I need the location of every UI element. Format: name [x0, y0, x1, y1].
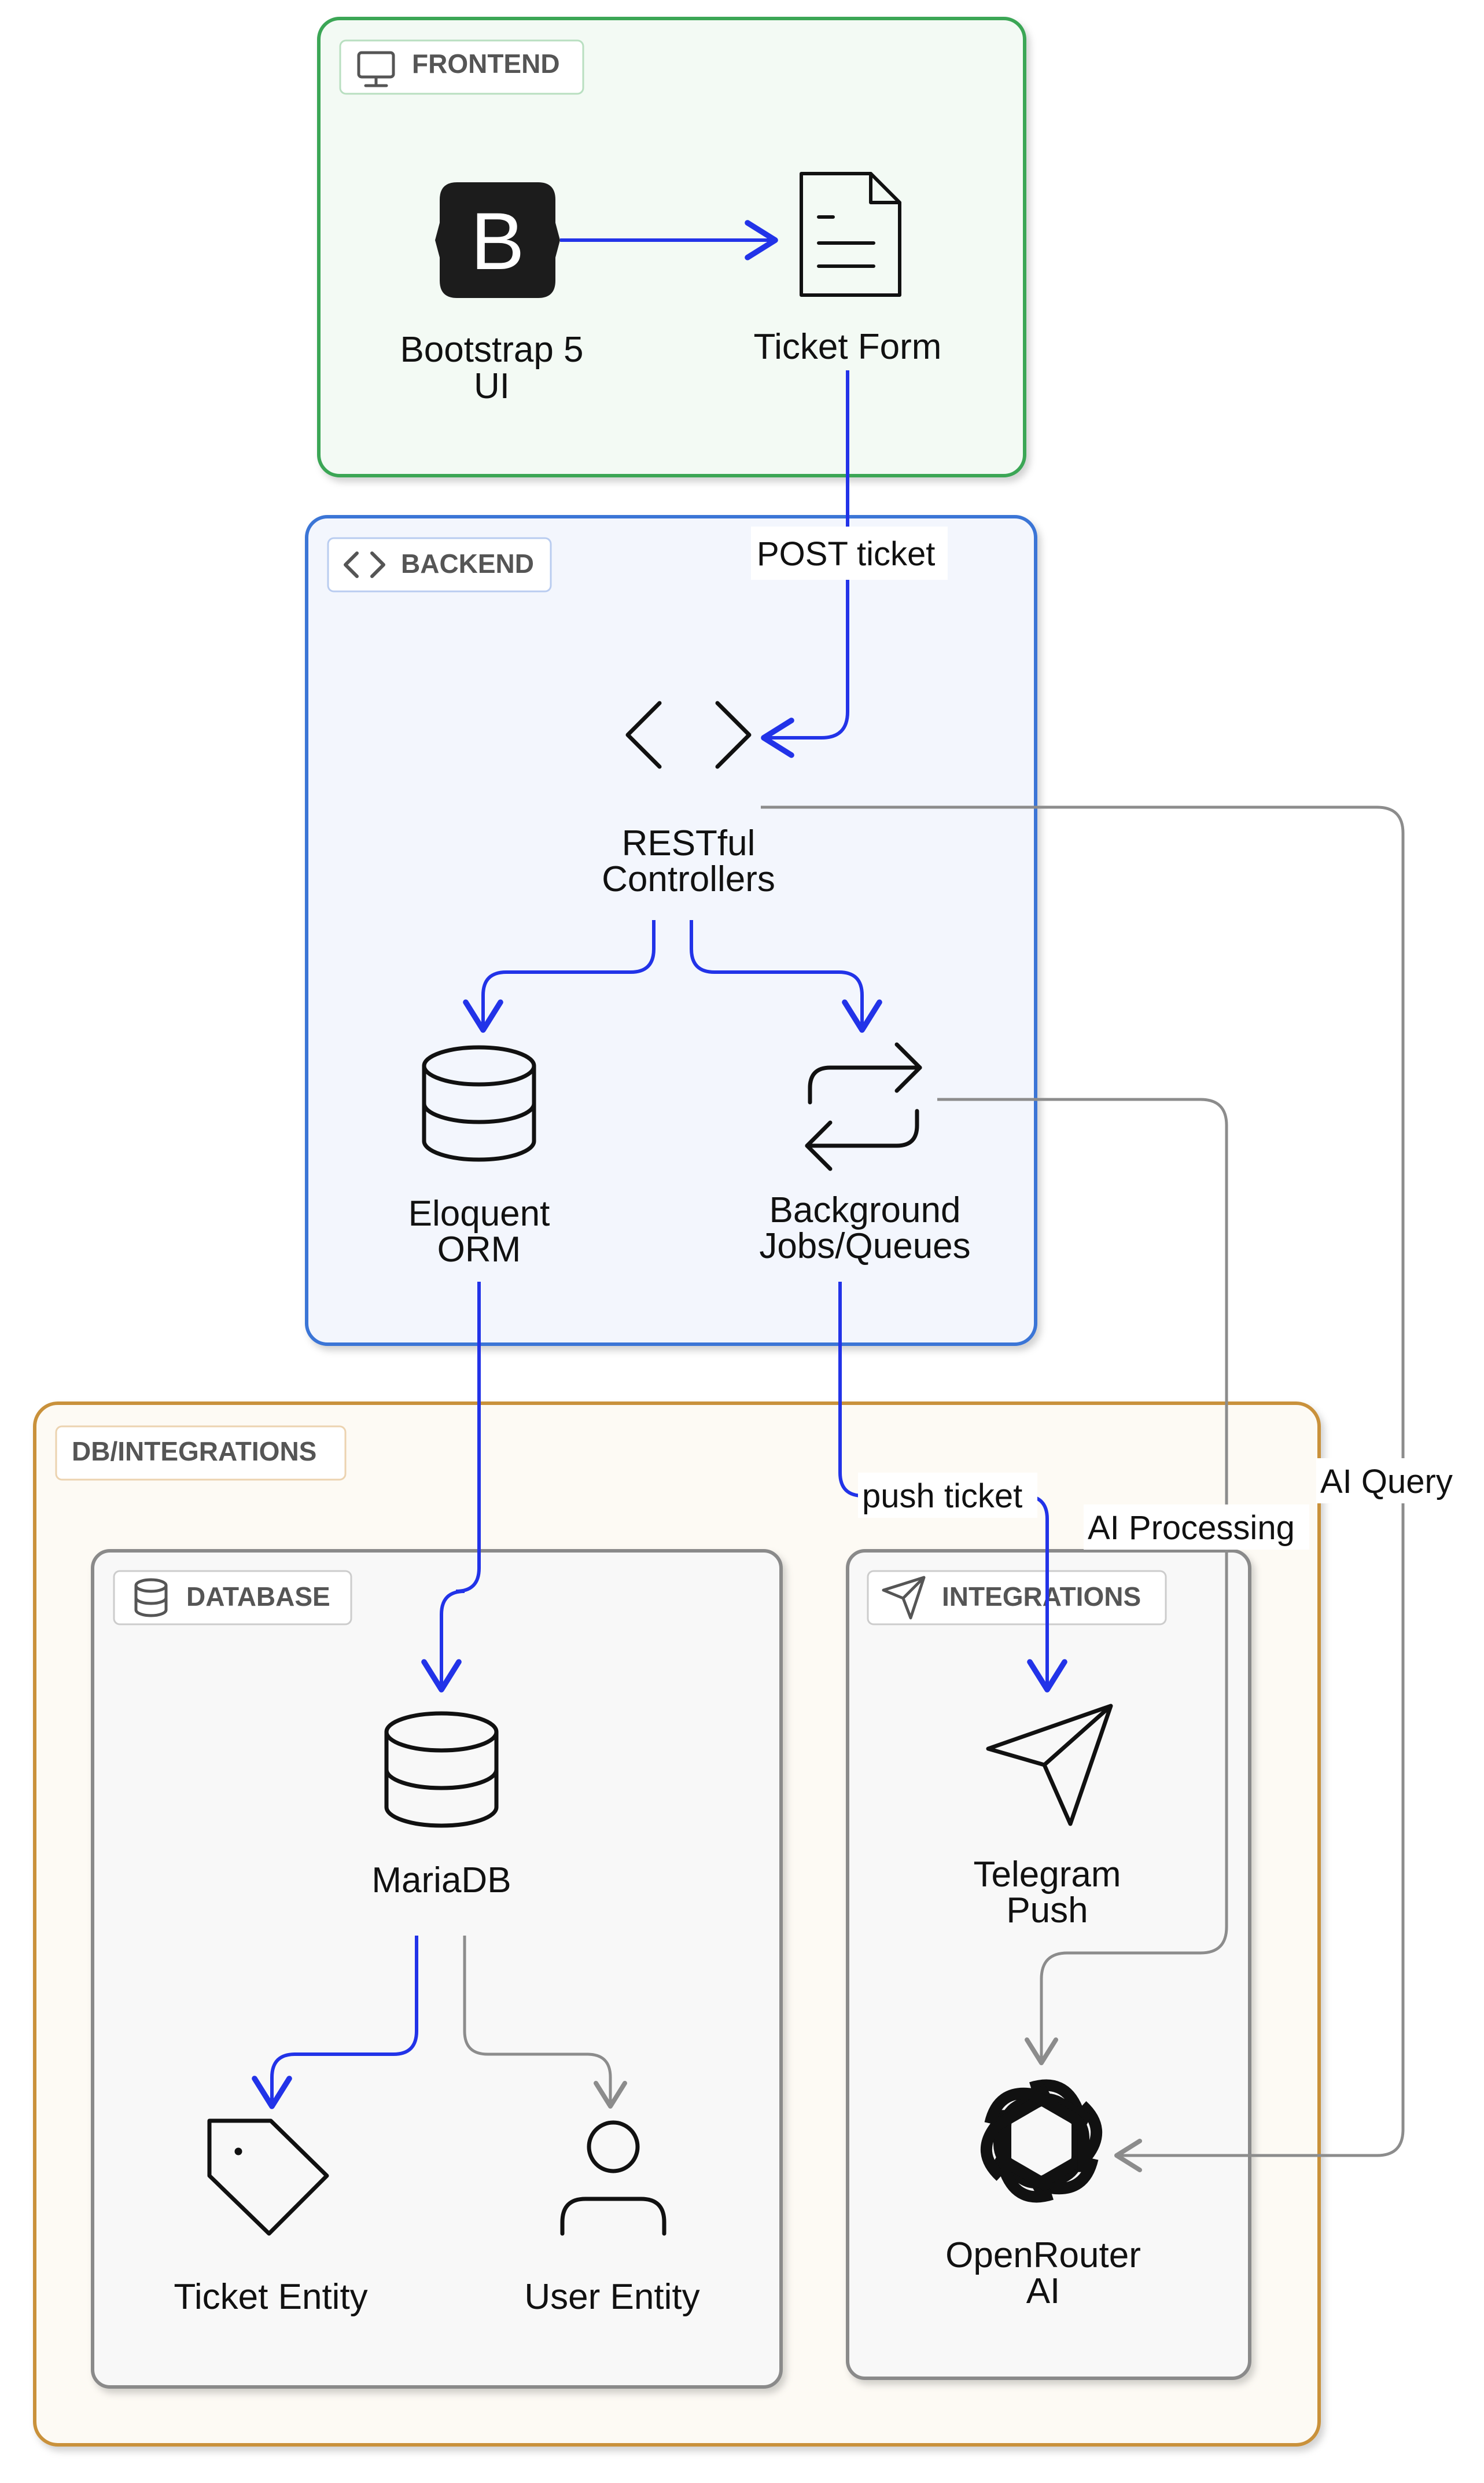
backend-group-label: BACKEND	[401, 549, 534, 579]
edge-form-to-restful	[761, 370, 849, 758]
jobs-label-2: Jobs/Queues	[759, 1226, 970, 1266]
edge-restful-to-jobs	[690, 920, 882, 1033]
svg-text:POST ticket: POST ticket	[757, 535, 935, 573]
edge-label-ai-processing: AI Processing	[1084, 1504, 1309, 1550]
send-icon	[882, 1576, 926, 1620]
code-brackets-icon	[625, 701, 752, 769]
restful-label-2: Controllers	[602, 859, 775, 899]
database-group-label: DATABASE	[186, 1581, 330, 1612]
tag-icon	[207, 2118, 329, 2236]
monitor-icon	[357, 51, 395, 87]
edge-eloquent-to-mariadb	[421, 1282, 481, 1693]
openai-logo-icon	[980, 2079, 1103, 2203]
node-bootstrap: B Bootstrap 5 UI	[400, 182, 584, 406]
svg-text:push ticket: push ticket	[862, 1477, 1022, 1515]
node-mariadb: MariaDB	[371, 1711, 511, 1900]
edge-label-push-ticket: push ticket	[858, 1473, 1037, 1518]
document-icon	[800, 172, 901, 297]
database-icon	[384, 1711, 499, 1828]
send-icon	[986, 1704, 1113, 1826]
user-icon	[560, 2120, 666, 2236]
svg-text:B: B	[470, 196, 524, 286]
svg-text:AI Processing: AI Processing	[1088, 1509, 1295, 1547]
eloquent-label-1: Eloquent	[408, 1194, 550, 1234]
repeat-arrows-icon	[805, 1042, 922, 1171]
integrations-group-label: INTEGRATIONS	[942, 1581, 1141, 1612]
node-jobs: Background Jobs/Queues	[759, 1042, 971, 1266]
restful-label-1: RESTful	[622, 823, 756, 863]
bootstrap-label-2: UI	[474, 366, 510, 406]
user-entity-label: User Entity	[524, 2277, 699, 2317]
integrations-group: INTEGRATIONS	[846, 1549, 1251, 2380]
node-ticket-entity: Ticket Entity	[174, 2118, 368, 2317]
database-icon	[422, 1045, 536, 1162]
edge-jobs-to-openrouter	[937, 1098, 1228, 2065]
node-user-entity: User Entity	[524, 2120, 700, 2317]
mariadb-label: MariaDB	[371, 1860, 511, 1900]
node-restful: RESTful Controllers	[602, 701, 775, 899]
db-integrations-group-label: DB/INTEGRATIONS	[72, 1436, 316, 1466]
telegram-label-2: Push	[1006, 1890, 1088, 1930]
database-icon	[134, 1578, 168, 1617]
node-ticket-form: Ticket Form	[754, 172, 942, 367]
edge-restful-to-eloquent	[463, 920, 656, 1033]
svg-text:AI Query: AI Query	[1320, 1463, 1453, 1500]
eloquent-label-2: ORM	[437, 1230, 521, 1270]
backend-group: BACKEND	[305, 515, 1037, 1346]
ticket-entity-label: Ticket Entity	[174, 2277, 367, 2317]
ticket-form-label: Ticket Form	[754, 327, 942, 367]
node-telegram: Telegram Push	[974, 1704, 1121, 1930]
database-group: DATABASE	[91, 1549, 783, 2389]
node-eloquent: Eloquent ORM	[408, 1045, 550, 1270]
edge-mariadb-to-ticket	[252, 1936, 418, 2109]
telegram-label-1: Telegram	[974, 1855, 1121, 1895]
edge-label-post-ticket: POST ticket	[751, 527, 948, 580]
frontend-group-label: FRONTEND	[412, 49, 560, 79]
jobs-label-1: Background	[769, 1190, 961, 1230]
edge-label-ai-query: AI Query	[1316, 1458, 1461, 1503]
bootstrap-logo-icon: B	[435, 182, 560, 298]
code-brackets-icon	[344, 551, 385, 578]
openrouter-label-1: OpenRouter	[945, 2235, 1141, 2275]
node-openrouter: OpenRouter AI	[945, 2079, 1141, 2311]
bootstrap-label-1: Bootstrap 5	[400, 330, 583, 370]
edge-mariadb-to-user	[463, 1936, 627, 2109]
openrouter-label-2: AI	[1026, 2271, 1060, 2311]
frontend-group: FRONTEND	[317, 17, 1026, 477]
